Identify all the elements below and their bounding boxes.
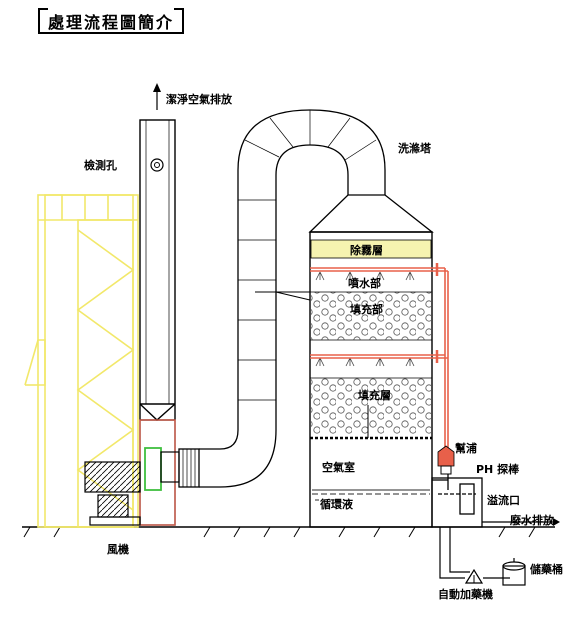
ph-probe-label: PH 探棒: [476, 462, 520, 476]
auto-dosing-label: 自動加藥機: [438, 587, 493, 601]
inlet-duct: [178, 420, 277, 488]
detection-hole-label: 檢測孔: [84, 158, 117, 172]
mist-remover-label: 除霧層: [350, 243, 383, 257]
exhaust-label: 潔淨空氣排放: [166, 92, 233, 106]
packing-upper-label: 填充部: [350, 302, 383, 316]
pump-icon: [437, 445, 455, 475]
detection-hole-icon: [150, 158, 164, 172]
storage-tank-label: 儲藥桶: [529, 562, 563, 576]
tower-body: [309, 231, 433, 528]
dosing-piping: [439, 527, 510, 579]
overflow-tank: [431, 474, 483, 528]
spray-zone-label: 噴水部: [348, 276, 381, 290]
dosing-pump-icon: [464, 568, 484, 584]
storage-tank-icon: [502, 558, 526, 586]
fan-label: 風機: [107, 542, 129, 556]
tower-roof: [308, 194, 434, 233]
diagram-title: 處理流程圖簡介: [48, 13, 175, 32]
return-duct: [237, 109, 386, 420]
overflow-label: 溢流口: [487, 493, 520, 507]
wastewater-label: 廢水排放: [510, 513, 555, 527]
exhaust-arrow-icon: [153, 83, 161, 110]
pump-label: 幫浦: [455, 441, 477, 455]
ground: [22, 526, 555, 538]
air-chamber-label: 空氣室: [322, 460, 355, 474]
wastewater-pipe: [482, 518, 560, 526]
spray-piping: [310, 263, 449, 450]
title-frame: 處理流程圖簡介: [38, 8, 185, 34]
tower-label: 洗滌塔: [398, 141, 432, 155]
circulation-liquid-label: 循環液: [320, 497, 354, 511]
packing-lower-label: 填充層: [358, 388, 391, 402]
duct-support: [275, 291, 311, 301]
fan-unit: [84, 447, 180, 526]
